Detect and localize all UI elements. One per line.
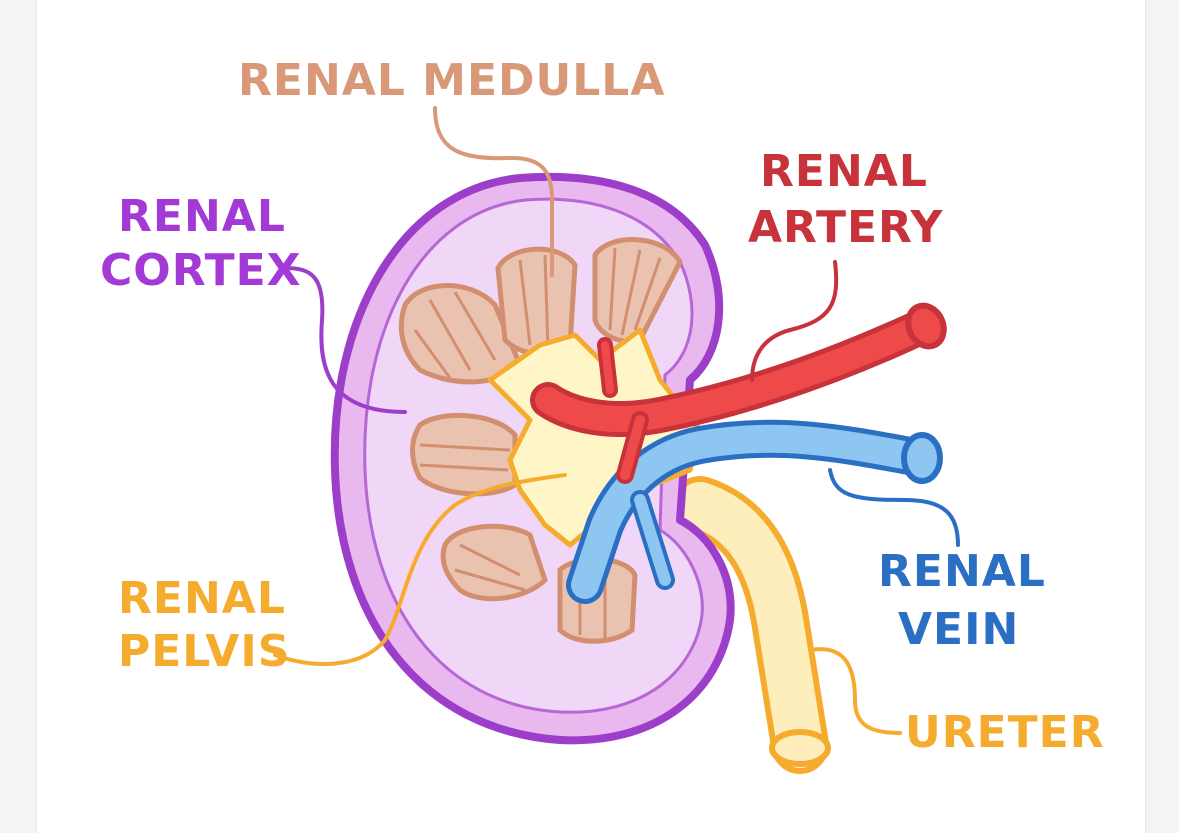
renal-vein-label-line1: RENAL [878,546,1046,597]
ureter-label: URETER [905,707,1105,758]
renal-medulla-leader [433,106,554,277]
renal-pelvis-label-line1: RENAL [118,573,286,624]
renal-vein-leader [828,468,960,547]
renal-artery-leader [750,260,839,382]
renal-pelvis-label-line2: PELVIS [118,626,291,677]
renal-artery-vessel [530,302,947,484]
renal-artery-label-line1: RENAL [760,146,928,197]
ureter-leader [808,647,902,735]
renal-cortex-leader [283,266,407,414]
renal-pelvis-leader [273,473,567,667]
renal-vein-label-line2: VEIN [898,604,1020,655]
renal-cortex-label-line1: RENAL [118,191,286,242]
renal-vein-vessel [566,419,943,604]
renal-medulla-label: RENAL MEDULLA [238,55,666,106]
renal-artery-label-line2: ARTERY [748,202,944,253]
ureter-tube [671,476,831,774]
medulla-striations [413,247,662,640]
renal-cortex-label-line2: CORTEX [100,245,302,296]
